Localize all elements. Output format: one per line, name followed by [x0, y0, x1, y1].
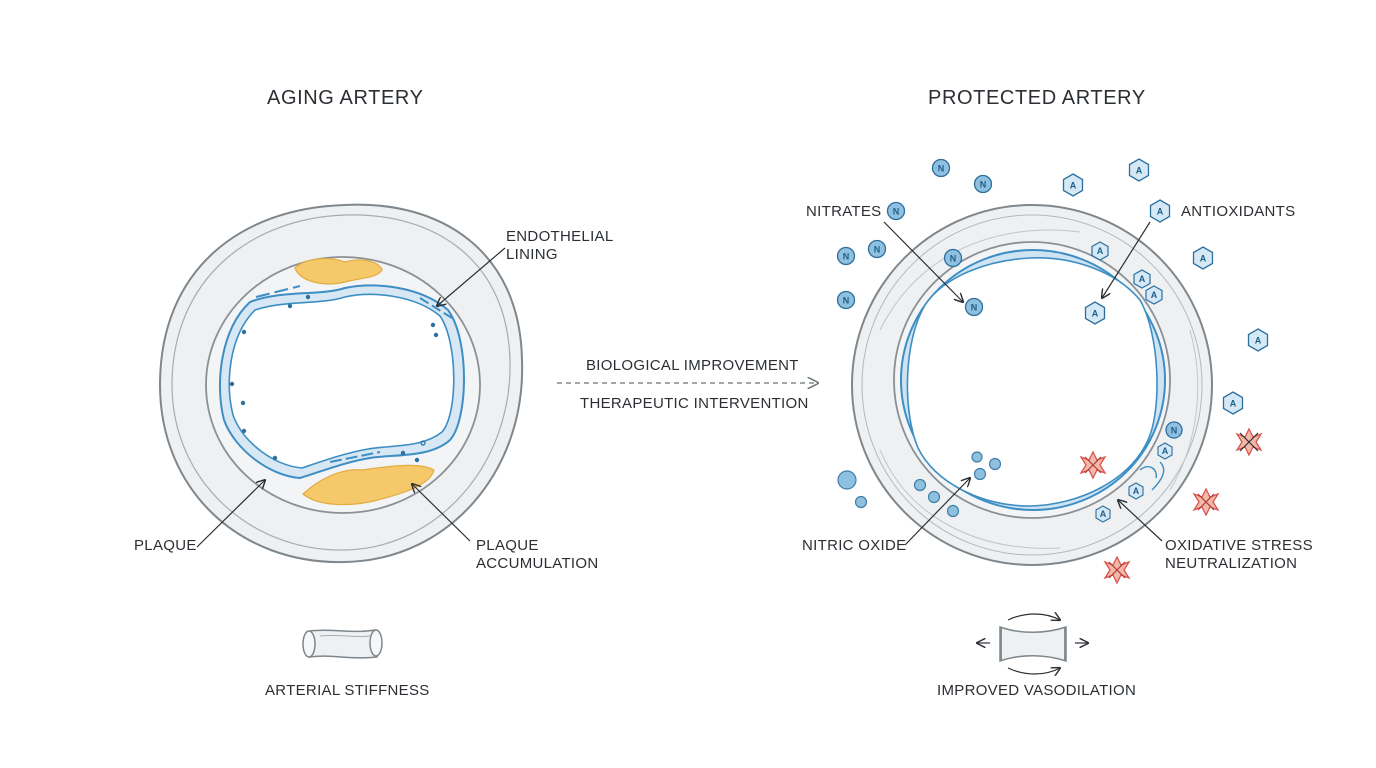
nitrate-molecule: N	[867, 239, 887, 259]
svg-text:N: N	[938, 164, 945, 174]
aging-artery-title: AGING ARTERY	[267, 87, 424, 109]
arterial-stiffness-label: ARTERIAL STIFFNESS	[265, 682, 430, 699]
antioxidants-pointer	[1102, 221, 1151, 298]
antioxidant-molecule: A	[1222, 391, 1244, 415]
svg-text:A: A	[1151, 290, 1158, 300]
svg-text:A: A	[1139, 274, 1146, 284]
antioxidant-molecule: A	[1247, 328, 1269, 352]
nitrate-molecules: N N N N N N N N N	[836, 158, 1183, 439]
protected-lumen	[906, 257, 1158, 507]
svg-text:A: A	[1200, 254, 1207, 264]
vasodilation-icon	[977, 614, 1088, 674]
endothelial-pointer	[437, 247, 506, 306]
oxidative-stress-pointer	[1118, 500, 1163, 542]
plaque-top	[294, 258, 383, 285]
antioxidant-molecule: A	[1084, 301, 1106, 325]
plaque-label: PLAQUE	[134, 537, 197, 554]
protected-artery	[837, 204, 1213, 566]
antioxidant-molecule: A	[1095, 505, 1111, 523]
nitrate-molecule: N	[1165, 421, 1183, 439]
svg-text:N: N	[843, 252, 850, 262]
antioxidant-molecule: A	[1091, 241, 1109, 261]
antioxidant-molecule: A	[1128, 482, 1144, 500]
nitric-oxide-bubbles	[837, 451, 1002, 518]
svg-text:A: A	[1136, 166, 1143, 176]
svg-text:A: A	[1133, 486, 1140, 496]
nitrate-molecule: N	[836, 246, 856, 266]
antioxidant-molecules: A A A A A A A A A A A A A	[1062, 158, 1269, 523]
endothelial-lining-label: ENDOTHELIAL LINING	[506, 228, 614, 263]
arterial-stiffness-icon	[302, 629, 383, 659]
free-radical-icon	[1079, 450, 1107, 480]
free-radical-icon	[1192, 487, 1220, 517]
nitrate-molecule: N	[964, 297, 984, 317]
svg-text:N: N	[980, 180, 987, 190]
svg-text:A: A	[1092, 309, 1099, 319]
aging-artery	[158, 203, 524, 564]
svg-text:A: A	[1230, 399, 1237, 409]
nitrates-label: NITRATES	[806, 203, 882, 220]
nitrate-molecule: N	[836, 290, 856, 310]
antioxidants-label: ANTIOXIDANTS	[1181, 203, 1296, 220]
nitrates-pointer	[883, 221, 963, 302]
svg-text:A: A	[1255, 336, 1262, 346]
antioxidant-molecule: A	[1149, 199, 1171, 223]
svg-text:A: A	[1070, 181, 1077, 191]
improved-vasodilation-label: IMPROVED VASODILATION	[937, 682, 1137, 699]
aging-lumen	[228, 293, 455, 469]
antioxidant-molecule: A	[1133, 269, 1151, 289]
nitrate-molecule: N	[931, 158, 951, 178]
svg-text:N: N	[843, 296, 850, 306]
plaque-accumulation-label: PLAQUE ACCUMULATION	[476, 537, 599, 572]
nitrate-molecule: N	[973, 174, 993, 194]
nitrate-molecule: N	[943, 248, 963, 268]
free-radical-icon	[1103, 555, 1131, 585]
svg-text:N: N	[971, 303, 978, 313]
svg-text:N: N	[950, 254, 957, 264]
antioxidant-molecule: A	[1128, 158, 1150, 182]
svg-text:A: A	[1097, 246, 1104, 256]
svg-text:N: N	[874, 245, 881, 255]
nitrate-molecule: N	[886, 201, 906, 221]
antioxidant-molecule: A	[1145, 285, 1163, 305]
protected-artery-title: PROTECTED ARTERY	[928, 87, 1146, 109]
plaque-bottom	[302, 464, 435, 506]
svg-text:N: N	[893, 207, 900, 217]
antioxidant-molecule: A	[1192, 246, 1214, 270]
nitric-oxide-pointer	[904, 478, 970, 546]
plaque-pointer	[196, 480, 265, 548]
oxidative-stress-label: OXIDATIVE STRESS NEUTRALIZATION	[1165, 537, 1313, 572]
therapeutic-intervention-label: THERAPEUTIC INTERVENTION	[580, 395, 809, 412]
nitric-oxide-label: NITRIC OXIDE	[802, 537, 907, 554]
oxidative-stress-particles	[1079, 427, 1263, 585]
antioxidant-molecule: A	[1157, 442, 1173, 460]
svg-text:A: A	[1162, 446, 1169, 456]
antioxidant-molecule: A	[1062, 173, 1084, 197]
svg-text:A: A	[1157, 207, 1164, 217]
free-radical-icon	[1235, 427, 1263, 457]
biological-improvement-label: BIOLOGICAL IMPROVEMENT	[586, 357, 799, 374]
svg-text:A: A	[1100, 509, 1107, 519]
svg-text:N: N	[1171, 426, 1178, 436]
plaque-accumulation-pointer	[412, 484, 471, 542]
